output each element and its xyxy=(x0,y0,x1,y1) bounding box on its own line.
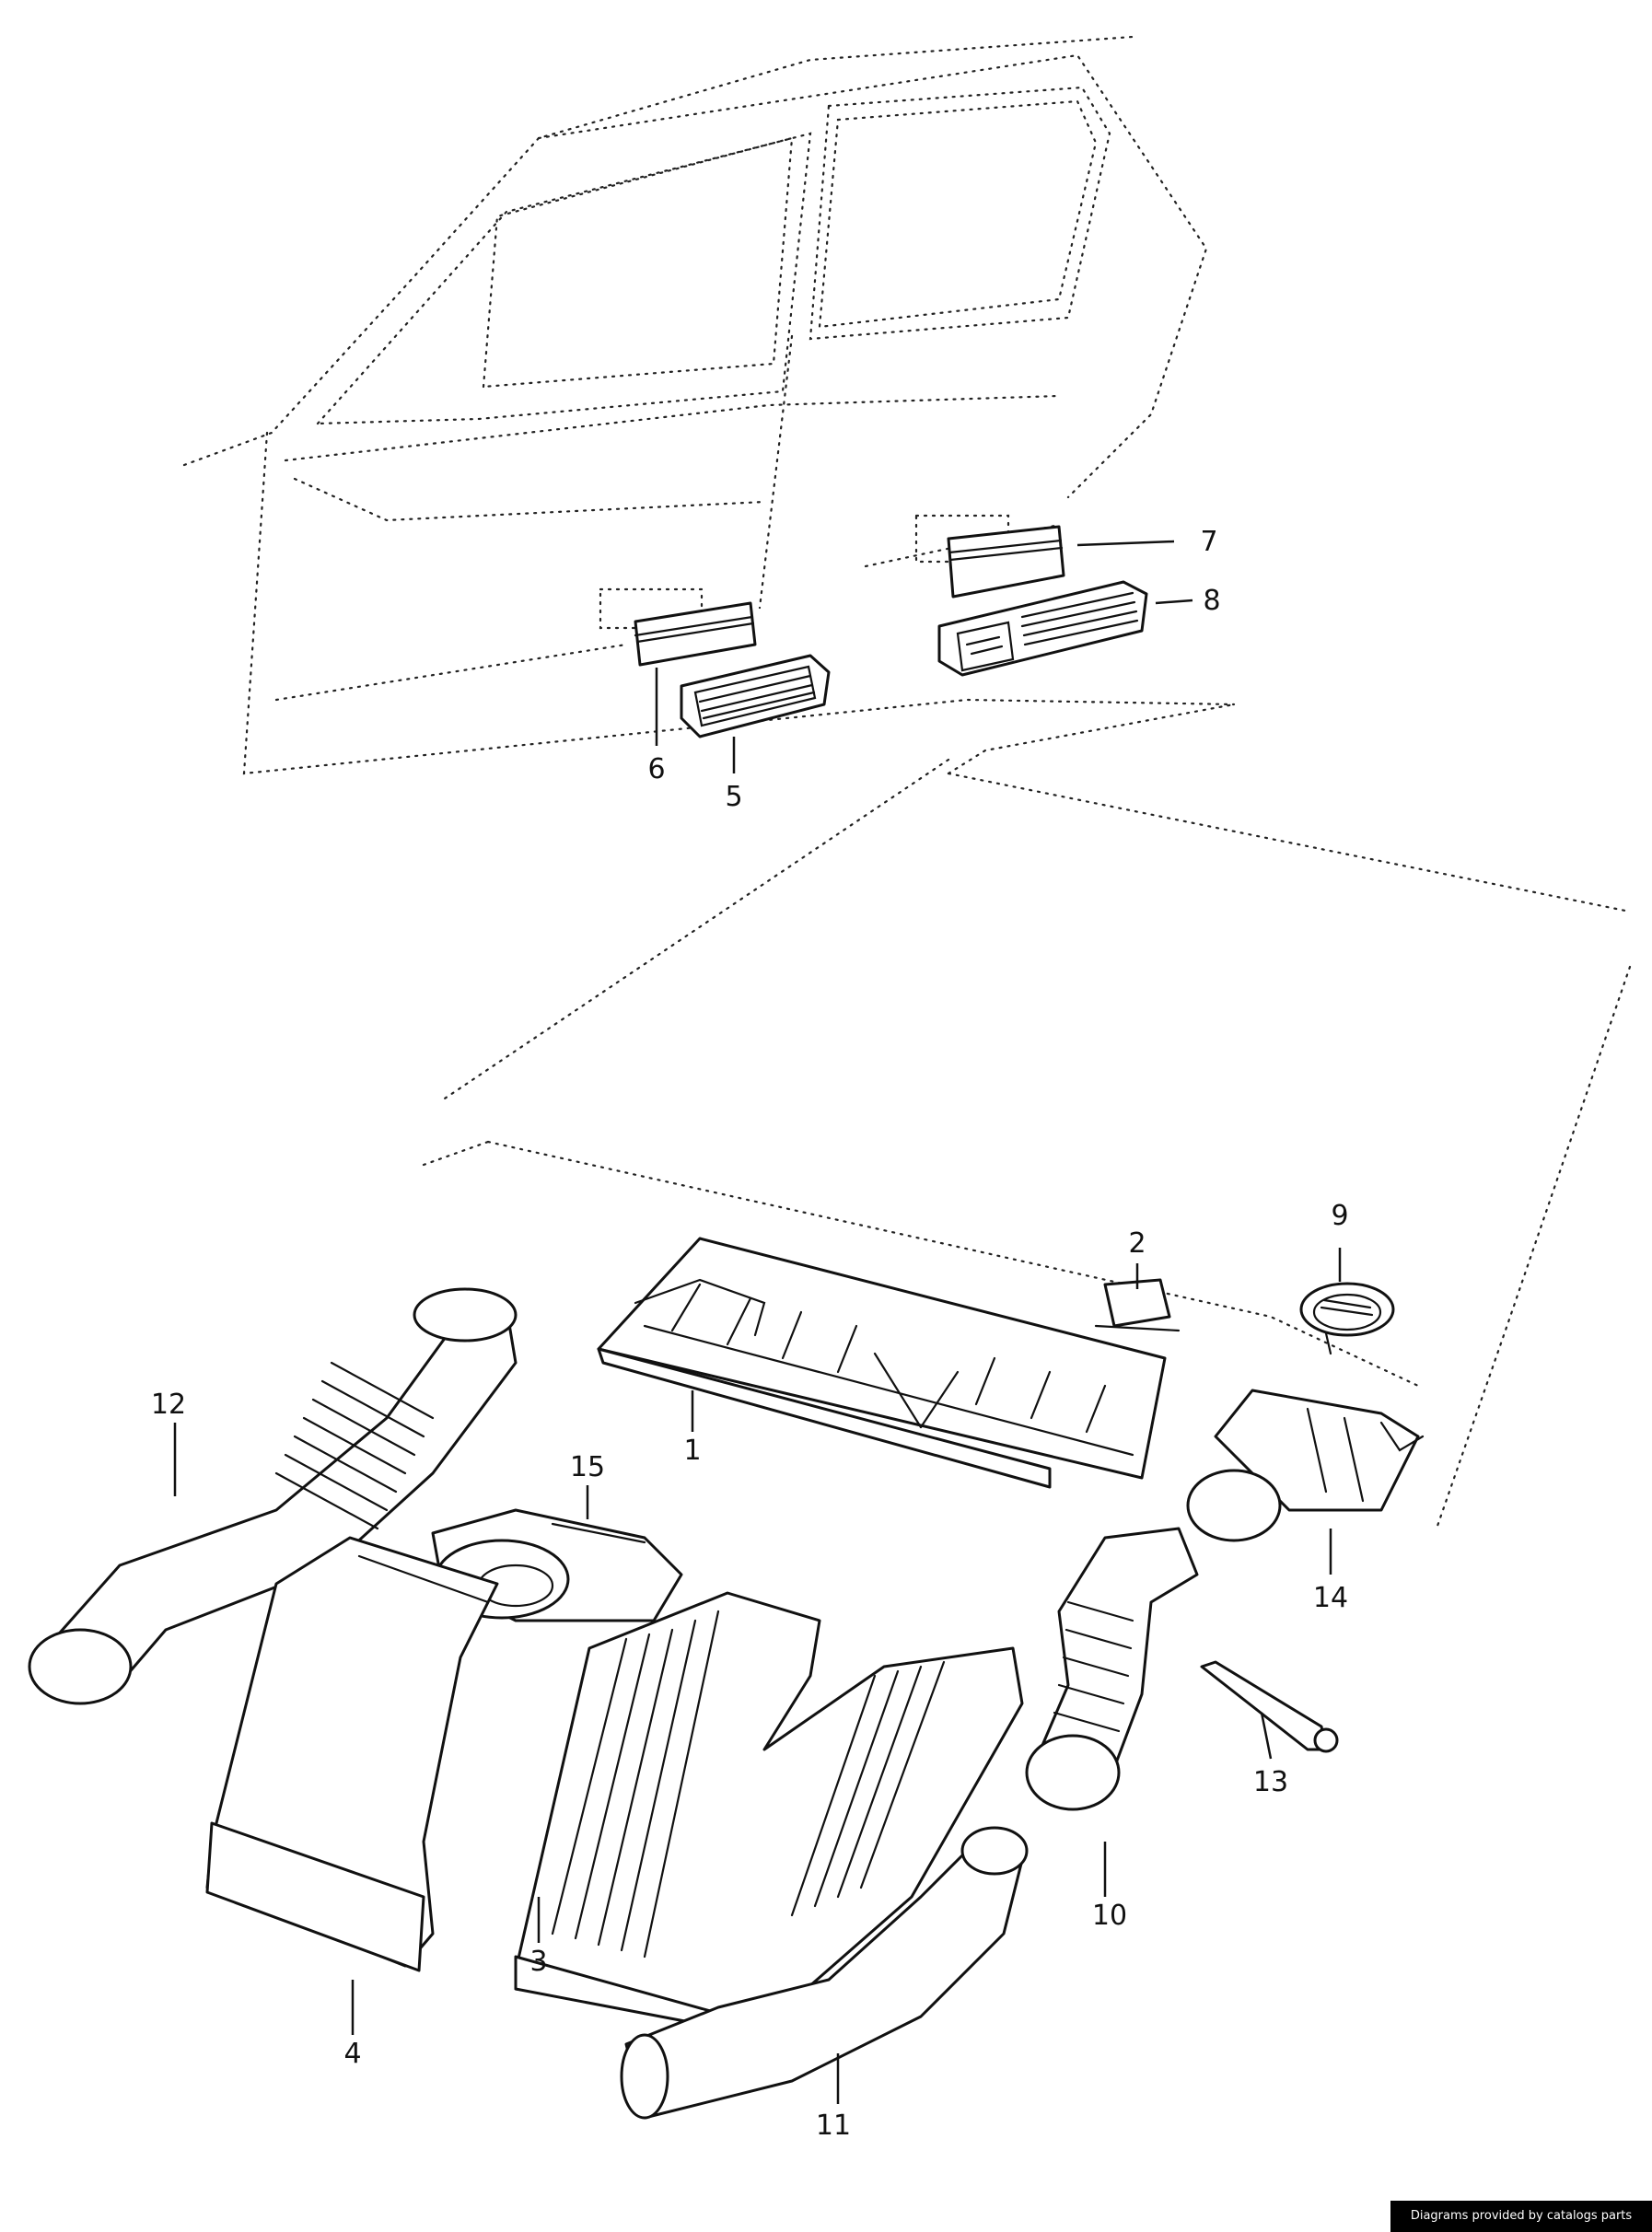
callout-9: 9 xyxy=(1331,1200,1348,1232)
credit-banner: Diagrams provided by catalogs parts xyxy=(1390,2201,1652,2232)
part-3-forked-duct xyxy=(514,1591,1024,2028)
callout-14: 14 xyxy=(1313,1582,1348,1614)
callout-11: 11 xyxy=(816,2110,851,2142)
callout-1: 1 xyxy=(683,1435,701,1467)
part-5-vent-grille xyxy=(680,654,831,738)
part-12-air-duct xyxy=(28,1287,518,1705)
part-7-seal xyxy=(947,525,1065,599)
callout-15: 15 xyxy=(570,1451,605,1483)
part-10-flex-hose xyxy=(1025,1527,1199,1811)
part-1-floor-tray xyxy=(597,1237,1167,1489)
part-2-clip xyxy=(1094,1278,1181,1332)
callout-5: 5 xyxy=(725,781,742,813)
callout-2: 2 xyxy=(1128,1227,1146,1260)
callout-3: 3 xyxy=(529,1946,547,1978)
leader-lines xyxy=(173,540,1342,2104)
callout-8: 8 xyxy=(1203,585,1220,617)
callout-10: 10 xyxy=(1092,1900,1127,1932)
callout-6: 6 xyxy=(647,753,665,785)
part-9-round-vent xyxy=(1299,1282,1395,1355)
part-11-curved-duct xyxy=(620,1826,1029,2120)
callout-7: 7 xyxy=(1200,526,1217,558)
callout-13: 13 xyxy=(1253,1766,1288,1798)
part-14-duct-adapter xyxy=(1186,1389,1425,1542)
part-4-bellows-duct xyxy=(205,1536,499,1972)
car-body-outline xyxy=(182,35,1632,1530)
callout-12: 12 xyxy=(151,1389,186,1421)
part-6-seal xyxy=(634,601,757,667)
part-8-vent-grille xyxy=(937,580,1148,677)
callout-4: 4 xyxy=(343,2038,361,2070)
part-13-cable-tie xyxy=(1200,1660,1339,1753)
callout-numbers: 1 2 3 4 5 6 7 8 9 10 11 12 13 14 15 xyxy=(151,526,1349,2142)
